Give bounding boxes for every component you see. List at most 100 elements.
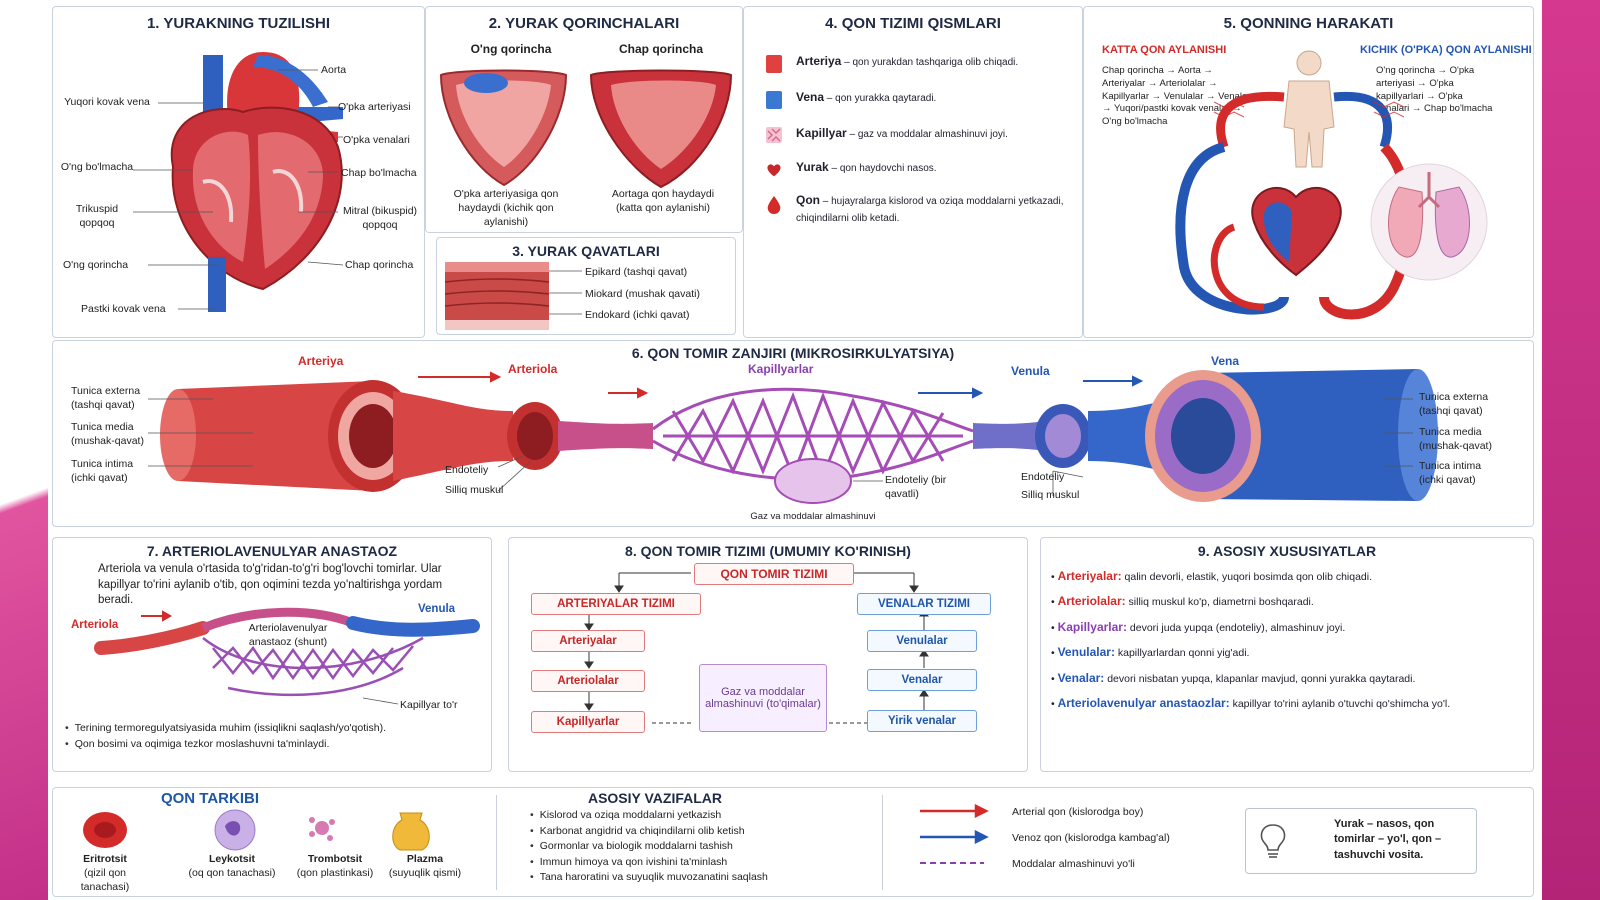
av-label-shunt: Arteriolavenulyar anastaoz (shunt) [248, 622, 328, 649]
vascular-overview-title: 8. QON TOMIR TIZIMI (UMUMIY KO'RINISH) [625, 543, 911, 559]
cell-sub: (oq qon tanachasi) [188, 867, 276, 880]
feature-value: kapillyar to'rini aylanib o'tuvchi qo'sh… [1229, 697, 1451, 710]
venous-node-venalar: Venalar [867, 669, 977, 691]
main-functions-title: ASOSIY VAZIFALAR [587, 790, 723, 806]
arterial-node-arteriyalar: Arteriyalar [531, 630, 645, 652]
part-term: Kapillyar [796, 126, 847, 140]
feature-value: kapillyarlardan qonni yig'adi. [1114, 647, 1250, 660]
label-endothelium-capillary: Endoteliy (bir qavatli) [885, 474, 947, 501]
legend-exchange: Moddalar almashinuvi yo'li [1012, 858, 1135, 870]
av-anastomosis-illustration [94, 607, 480, 705]
cell-sub: (suyuqlik qismi) [388, 867, 462, 880]
av-anastomosis-description: Arteriola va venula o'rtasida to'g'ridan… [98, 563, 443, 607]
feature-item: • Kapillyarlar: devori juda yupqa (endot… [1051, 619, 1346, 634]
cell-name: Trombotsit [307, 853, 363, 865]
panel-main-features: 9. ASOSIY XUSUSIYATLAR • Arteriyalar: qa… [1040, 537, 1534, 772]
right-ventricle-heading: O'ng qorincha [470, 42, 552, 56]
ventricles-title: 2. YURAK QORINCHALARI [488, 15, 680, 32]
panel-heart-structure: 1. YURAKNING TUZILISHI Aorta [52, 6, 425, 338]
cell-eritrotsit: Eritrotsit (qizil qon tanachasi) [60, 852, 150, 895]
layer-endocardium: Endokard (ichki qavat) [585, 309, 690, 321]
heart-icon [764, 159, 784, 179]
label-smooth-muscle-venula: Silliq muskul [1021, 489, 1080, 501]
feature-value: devori juda yupqa (endoteliy), almashinu… [1126, 621, 1346, 634]
cell-leykotsit: Leykotsit (oq qon tanachasi) [182, 852, 282, 880]
label-right-atrium: O'ng bo'lmacha [60, 161, 134, 173]
circulatory-part-item: Vena – qon yurakka qaytaradi. [764, 89, 1074, 109]
label-endothelium-arteriola: Endoteliy [445, 464, 489, 476]
systemic-circulation-path: Chap qorincha → Aorta → Arteriyalar → Ar… [1102, 65, 1251, 128]
bottom-divider [496, 795, 497, 890]
label-right-ventricle: O'ng qorincha [63, 259, 129, 271]
av-anastomosis-title: 7. ARTERIOLAVENULYAR ANASTAOZ [146, 543, 398, 559]
feature-item: • Arteriolavenulyar anastaozlar: kapilly… [1051, 695, 1451, 710]
part-term: Qon [796, 193, 820, 207]
label-kapillyarlar: Kapillyarlar [748, 362, 814, 376]
right-decoration [1542, 0, 1600, 900]
pulmonary-circulation-title: KICHIK (O'PKA) QON AYLANISHI [1360, 44, 1532, 56]
cell-name: Plazma [406, 853, 444, 865]
circulatory-part-item: Arteriya – qon yurakdan tashqariga olib … [764, 53, 1074, 73]
function-item: Kislorod va oziqa moddalarni yetkazish [530, 808, 860, 824]
pulmonary-circulation-path: O'ng qorincha → O'pka arteriyasi → O'pka… [1376, 65, 1493, 115]
panel-microcirculation: 6. QON TOMIR ZANJIRI (MIKROSIRKULYATSIYA… [52, 340, 1534, 527]
label-arteriya: Arteriya [298, 354, 344, 368]
label-tunica-media-right: Tunica media (mushak-qavat) [1419, 426, 1492, 453]
circulation-loop-diagram [1175, 50, 1488, 320]
summary-note-box: Yurak – nasos, qon tomirlar – yo'l, qon … [1245, 808, 1477, 874]
part-term: Arteriya [796, 54, 842, 68]
blood-composition-title: QON TARKIBI [160, 790, 260, 807]
feature-item: • Venalar: devori nisbatan yupqa, klapan… [1051, 670, 1416, 685]
feature-key: Venulalar: [1057, 645, 1115, 660]
main-features-title: 9. ASOSIY XUSUSIYATLAR [1197, 543, 1377, 559]
right-ventricle-description: O'pka arteriyasiga qon haydaydi (kichik … [453, 188, 559, 229]
blood-movement-title: 5. QONNING HARAKATI [1223, 15, 1394, 32]
label-smooth-muscle-arteriola: Silliq muskul [445, 484, 504, 496]
circulatory-parts-list: Arteriya – qon yurakdan tashqariga olib … [764, 53, 1074, 242]
label-tunica-intima-left: Tunica intima (ichki qavat) [71, 458, 134, 485]
circulatory-part-item: Qon – hujayralarga kislorod va oziqa mod… [764, 192, 1074, 226]
summary-note-text: Yurak – nasos, qon tomirlar – yo'l, qon … [1334, 818, 1442, 861]
gas-exchange-box: Gaz va moddalar almashinuvi (to'qimalar) [699, 664, 827, 732]
heart-structure-title: 1. YURAKNING TUZILISHI [146, 15, 331, 32]
label-gas-exchange: Gaz va moddalar almashinuvi [750, 511, 876, 522]
panel-av-anastomosis: 7. ARTERIOLAVENULYAR ANASTAOZ Arteriola … [52, 537, 492, 772]
function-item: Gormonlar va biologik moddalarni tashish [530, 839, 860, 855]
label-inferior-vena-cava: Pastki kovak vena [81, 303, 166, 315]
part-description: – qon yurakdan tashqariga olib chiqadi. [841, 57, 1019, 68]
feature-value: devori nisbatan yupqa, klapanlar mavjud,… [1104, 672, 1416, 685]
feature-item: • Arteriyalar: qalin devorli, elastik, y… [1051, 569, 1373, 583]
feature-key: Kapillyarlar: [1057, 619, 1127, 634]
arterial-node-kapillyarlar: Kapillyarlar [531, 711, 645, 733]
label-endothelium-venula: Endoteliy [1021, 471, 1065, 483]
label-vena: Vena [1211, 354, 1240, 368]
feature-item: • Venulalar: kapillyarlardan qonni yig'a… [1051, 645, 1250, 660]
part-description: – hujayralarga kislorod va oziqa moddala… [796, 196, 1064, 224]
layer-epicardium: Epikard (tashqi qavat) [585, 266, 688, 278]
panel-blood-movement: 5. QONNING HARAKATI KATTA QON AYLANISHI … [1083, 6, 1534, 338]
label-tricuspid-valve: Trikuspid qopqoq [75, 203, 119, 230]
arterial-node-arteriolalar: Arteriolalar [531, 670, 645, 692]
label-left-atrium: Chap bo'lmacha [341, 167, 417, 179]
circulatory-part-item: Yurak – qon haydovchi nasos. [764, 159, 1074, 179]
label-pulmonary-artery: O'pka arteriyasi [338, 101, 411, 113]
feature-key: Arteriyalar: [1057, 569, 1122, 583]
av-label-arteriola: Arteriola [71, 619, 119, 631]
part-description: – qon haydovchi nasos. [828, 163, 937, 174]
blood-drop-icon [764, 192, 784, 216]
feature-key: Arteriolalar: [1057, 594, 1126, 609]
panel-vascular-overview: 8. QON TOMIR TIZIMI (UMUMIY KO'RINISH) Q… [508, 537, 1028, 772]
panel-ventricles: 2. YURAK QORINCHALARI O'ng qorincha Chap… [425, 6, 743, 233]
cell-sub: (qizil qon tanachasi) [80, 867, 130, 894]
heart-illustration [133, 52, 344, 312]
panel-heart-layers: 3. YURAK QAVATLARI Epikard (tashqi qavat… [436, 237, 736, 335]
panel-circulatory-parts: 4. QON TIZIMI QISMLARI Arteriya – qon yu… [743, 6, 1083, 338]
label-tunica-intima-right: Tunica intima (ichki qavat) [1419, 460, 1482, 487]
part-term: Vena [796, 90, 825, 104]
left-decoration [0, 0, 48, 900]
legend-arterial: Arterial qon (kislorodga boy) [1012, 806, 1144, 818]
label-tunica-media-left: Tunica media (mushak-qavat) [71, 421, 144, 448]
artery-square-icon [764, 53, 784, 73]
av-anastomosis-bullets: Terining termoregulyatsiyasida muhim (is… [65, 721, 485, 753]
arterial-system-box: ARTERIYALAR TIZIMI [531, 593, 701, 615]
